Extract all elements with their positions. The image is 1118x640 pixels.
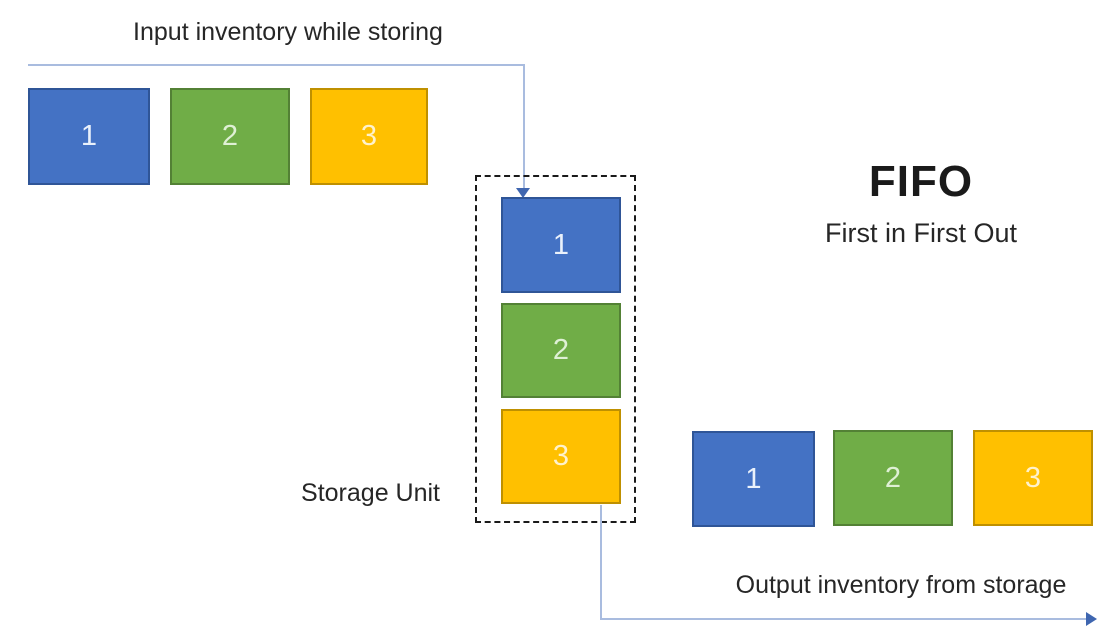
output-item-3: 3 [973,430,1093,526]
input-arrowhead-icon [516,188,530,198]
output-flow-label: Output inventory from storage [735,571,1067,599]
fifo-title: FIFO [868,157,974,206]
output-connector-hline [600,618,1088,620]
input-item-3: 3 [310,88,428,185]
title-block: FIFO First in First Out [771,157,1071,249]
output-item-1: 1 [692,431,815,527]
input-item-2: 2 [170,88,290,185]
output-item-2: 2 [833,430,953,526]
input-flow-label: Input inventory while storing [133,18,443,46]
storage-item-3: 3 [501,409,621,504]
storage-item-2: 2 [501,303,621,398]
output-connector-vline [600,505,602,619]
output-arrowhead-icon [1086,612,1097,626]
input-connector-vline [523,64,525,190]
input-connector-hline [28,64,525,66]
storage-unit-label: Storage Unit [301,479,440,507]
storage-item-1: 1 [501,197,621,293]
storage-unit-box [475,175,636,523]
fifo-subtitle: First in First Out [824,218,1017,249]
input-item-1: 1 [28,88,150,185]
